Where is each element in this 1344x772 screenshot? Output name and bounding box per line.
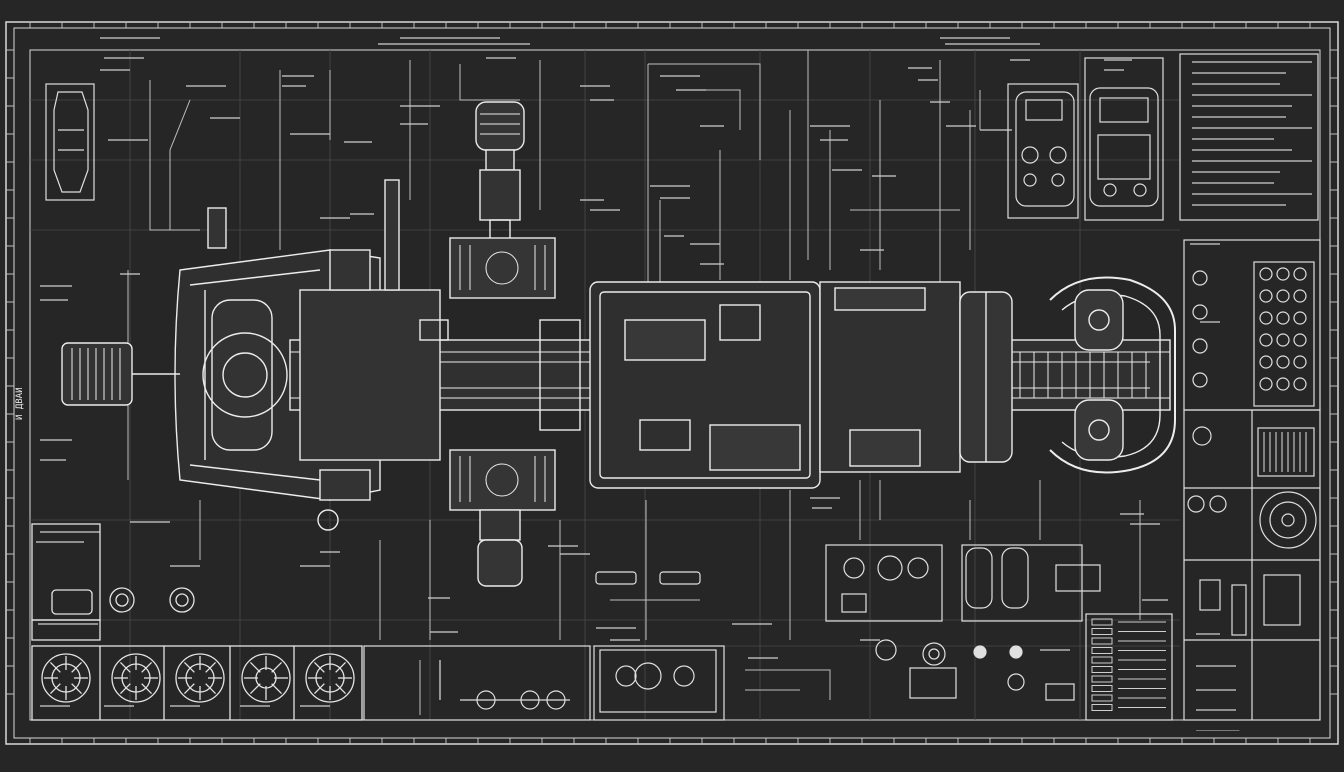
disc-pack-right <box>1001 547 1029 609</box>
gauge-dial <box>1259 311 1273 325</box>
vertical-side-label: И ДВАИ <box>15 387 25 420</box>
top-right-details <box>1007 53 1319 221</box>
lower-gear-housing <box>449 449 556 511</box>
gauge-dial <box>1293 289 1307 303</box>
gauge-dial <box>1192 372 1208 388</box>
legend-swatch <box>1091 618 1113 626</box>
top-left-detail <box>45 83 95 201</box>
callout-line <box>648 63 761 160</box>
gear-spoke <box>141 661 153 673</box>
legend-swatch <box>1091 675 1113 683</box>
small-pulley <box>317 509 339 531</box>
right-hub-top <box>1074 289 1124 351</box>
gauge-dial <box>1259 289 1273 303</box>
left-flange <box>211 299 273 451</box>
disc-pack-left <box>965 547 993 609</box>
gauge-dial <box>1293 267 1307 281</box>
gauge-dial <box>1259 267 1273 281</box>
frame-ticks <box>6 22 1338 744</box>
gear-spoke <box>71 661 83 673</box>
gear-outline <box>111 653 161 703</box>
right-hub-bottom <box>1074 399 1124 461</box>
gear-spoke <box>271 683 283 695</box>
cooler-grille <box>1257 427 1315 477</box>
gauge-dial <box>1192 304 1208 320</box>
front-view-panel <box>1015 91 1075 207</box>
gear-spoke <box>249 661 261 673</box>
gear-spoke <box>335 683 347 695</box>
callout-lines <box>127 50 1141 715</box>
legend-table <box>1091 618 1166 711</box>
gear-outline <box>41 653 91 703</box>
main-assembly <box>61 101 1176 587</box>
gear-outline <box>175 653 225 703</box>
legend-swatch <box>1091 647 1113 654</box>
legend-swatch <box>1091 666 1113 673</box>
legend-swatch <box>1091 637 1113 645</box>
gear-spoke <box>335 661 347 673</box>
gear-spoke <box>205 661 217 673</box>
gear-spoke <box>119 683 131 695</box>
side-text: И ДВАИ <box>15 387 25 420</box>
left-gearbox <box>299 289 441 461</box>
callout-line <box>149 80 200 231</box>
gear-outline <box>241 653 291 703</box>
title-block: ———————————— <box>1196 727 1240 734</box>
gear-spoke <box>119 661 131 673</box>
gauge-dial <box>1276 311 1290 325</box>
gauge-dial <box>1293 333 1307 347</box>
callout-line <box>745 669 831 700</box>
gauge-dial <box>1293 355 1307 369</box>
gear-spoke <box>141 683 153 695</box>
gear-spoke <box>205 683 217 695</box>
gear-outline <box>305 653 355 703</box>
callout-line <box>169 99 191 230</box>
gauge-dial <box>1192 338 1208 354</box>
gauge-dial <box>1293 311 1307 325</box>
top-title-block <box>100 37 1040 45</box>
legend-swatch <box>1091 628 1113 635</box>
right-axle-frame <box>1049 276 1176 474</box>
upper-motor <box>475 101 525 151</box>
fan-detail <box>1259 491 1317 549</box>
gauge-dial <box>1293 377 1307 391</box>
spec-text-block <box>1192 61 1312 206</box>
rear-view-panel <box>1089 87 1159 207</box>
gauge-dial <box>1259 377 1273 391</box>
gauge-dial <box>1259 333 1273 347</box>
gear-spoke <box>183 683 195 695</box>
gear-spoke <box>249 683 261 695</box>
gauge-dial <box>1259 355 1273 369</box>
upper-gear-housing <box>449 237 556 299</box>
legend-swatch <box>1091 694 1113 702</box>
gauge-dial <box>1276 377 1290 391</box>
gauge-dial <box>1276 355 1290 369</box>
bottom-left-gears <box>31 523 363 721</box>
gear-spoke <box>49 661 61 673</box>
gauge-dial <box>1276 267 1290 281</box>
gauge-panel <box>1183 239 1321 721</box>
gauge-dial <box>1276 289 1290 303</box>
annotation-stubs <box>36 57 1236 711</box>
gear-spoke <box>271 661 283 673</box>
legend-swatch <box>1091 704 1113 711</box>
gear-spoke <box>71 683 83 695</box>
gear-spoke <box>313 683 325 695</box>
gauge-dial <box>1276 333 1290 347</box>
callout-line <box>459 64 520 101</box>
legend-swatch <box>1091 656 1113 664</box>
gear-spoke <box>49 683 61 695</box>
gauge-dial <box>1192 270 1208 286</box>
gear-spoke <box>313 661 325 673</box>
lower-motor <box>477 539 523 587</box>
callout-line <box>700 89 741 130</box>
legend-swatch <box>1091 685 1113 692</box>
gear-spoke <box>183 661 195 673</box>
title-block-main: ———————————— <box>1196 727 1240 734</box>
bottom-middle-details <box>363 544 1173 721</box>
